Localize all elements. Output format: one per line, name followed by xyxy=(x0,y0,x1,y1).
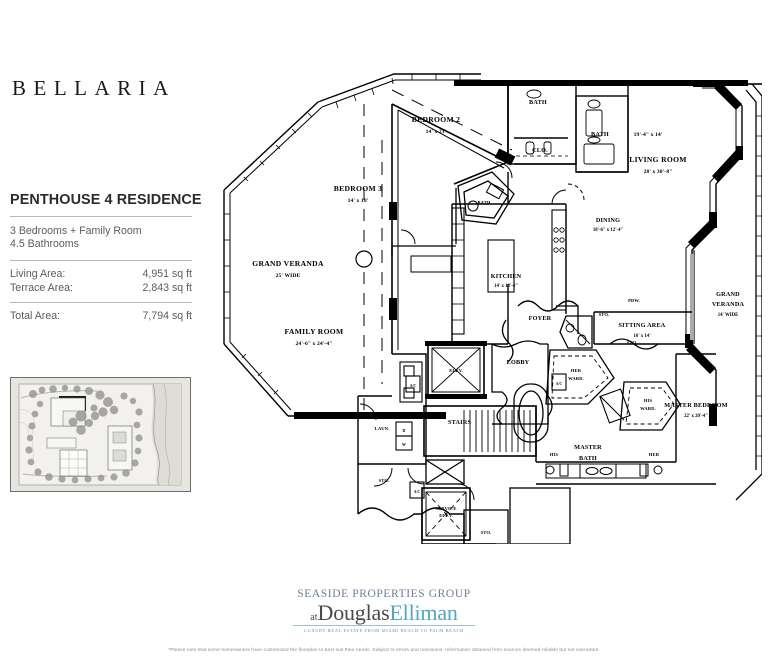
column-marker xyxy=(355,104,373,414)
room-label-living-room: LIVING ROOM xyxy=(629,155,687,164)
room-dim-kitchen: 14' x 18'-4" xyxy=(494,284,518,289)
logo-douglas: Douglas xyxy=(317,600,390,626)
room-label-grand-veranda-left: GRAND VERANDA xyxy=(252,259,324,268)
divider xyxy=(10,260,192,262)
terrace-area-value: 2,843 sq ft xyxy=(142,281,192,294)
brand-block: BELLARIA xyxy=(10,78,192,99)
label-ac-2: A/C xyxy=(556,382,563,386)
label-her-ward-2: WARD. xyxy=(568,376,584,381)
terrace-area-row: Terrace Area: 2,843 sq ft xyxy=(10,282,192,296)
page-title: PENTHOUSE 4 RESIDENCE xyxy=(10,192,202,208)
brand-name: BELLARIA xyxy=(12,76,176,100)
room-dim-dining: 18'-6" x 12'-4" xyxy=(593,228,624,233)
room-dim-master-bedroom: 22' x 20'-4" xyxy=(684,414,708,419)
room-dim-den: 19'-4" x 14' xyxy=(634,132,663,138)
bedrooms-line: 3 Bedrooms + Family Room xyxy=(10,224,142,237)
room-dim-grand-veranda-right: 14' WIDE xyxy=(718,313,739,318)
label-elevator: ELEV. xyxy=(449,368,463,373)
seaside-group-name: SEASIDE PROPERTIES GROUP xyxy=(297,588,471,600)
terrace-area-label: Terrace Area: xyxy=(10,281,74,294)
label-storage-2: STO. xyxy=(481,530,492,535)
room-label-grand-veranda-right: GRAND xyxy=(716,291,740,298)
room-dim-sitting-area: 16' x 14' xyxy=(633,334,650,339)
label-bath-top: BATH xyxy=(529,99,547,106)
veranda-left-railing xyxy=(223,73,481,417)
room-label-sitting-area: SITTING AREA xyxy=(619,322,666,329)
label-storage-3: STO. xyxy=(627,340,638,345)
label-service-elevator: SERVICE xyxy=(436,506,457,511)
residence-spec-block: PENTHOUSE 4 RESIDENCE 3 Bedrooms + Famil… xyxy=(10,192,202,324)
label-storage-4: STO. xyxy=(599,312,610,317)
room-label-grand-veranda-right-2: VERANDA xyxy=(712,301,745,308)
divider xyxy=(10,302,192,304)
living-area-row: Living Area: 4,951 sq ft xyxy=(10,268,192,282)
label-closet: CLO. xyxy=(532,147,548,154)
living-area-label: Living Area: xyxy=(10,268,66,281)
site-plan-thumbnail xyxy=(10,377,191,492)
label-bath-bed3: BATH xyxy=(477,200,490,205)
room-label-family-room: FAMILY ROOM xyxy=(285,327,344,336)
label-ac-3: A/C xyxy=(414,490,421,494)
room-dim-family-room: 24'-6" x 24'-4" xyxy=(296,341,333,347)
label-her-bath: HER xyxy=(649,452,660,457)
bathrooms-line: 4.5 Bathrooms xyxy=(10,238,79,251)
floorplan-svg: GRAND VERANDA 25' WIDE BEDROOM 2 14' x 2… xyxy=(223,73,762,544)
label-master-bath: MASTER xyxy=(574,444,602,451)
room-dim-grand-veranda-left: 25' WIDE xyxy=(276,273,301,279)
label-powder: PDW. xyxy=(628,298,640,303)
label-laundry: LAUN. xyxy=(375,426,390,431)
room-label-master-bedroom: MASTER BEDROOM xyxy=(664,402,727,409)
label-his-ward-2: WARD. xyxy=(640,406,656,411)
room-label-bedroom-2: BEDROOM 2 xyxy=(412,115,460,124)
room-dim-bedroom-2: 14' x 21' xyxy=(426,129,447,135)
living-area-value: 4,951 sq ft xyxy=(142,268,192,281)
floorplan-drawing: GRAND VERANDA 25' WIDE BEDROOM 2 14' x 2… xyxy=(196,44,762,544)
label-master-bath-2: BATH xyxy=(579,455,597,462)
label-service-elevator-2: ELEV. xyxy=(439,513,453,518)
logo-tagline: LUXURY REAL ESTATE FROM MIAMI BEACH TO P… xyxy=(304,627,464,633)
total-area-label: Total Area: xyxy=(10,310,61,323)
divider xyxy=(10,215,192,217)
logo-elliman: Elliman xyxy=(389,600,458,626)
disclaimer-text: *Please note that some homeowners have c… xyxy=(168,648,600,653)
label-foyer: FOYER xyxy=(529,315,552,322)
label-lobby: LOBBY xyxy=(507,359,530,366)
logo-underline xyxy=(293,625,475,627)
label-his-bath: HIS xyxy=(550,452,559,457)
room-label-kitchen: KITCHEN xyxy=(491,273,522,280)
room-dim-bedroom-3: 14' x 18' xyxy=(348,198,369,204)
footer-logo-block: SEASIDE PROPERTIES GROUP atDouglasEllima… xyxy=(0,588,768,633)
label-dryer: D xyxy=(403,428,406,433)
room-label-bedroom-3: BEDROOM 3 xyxy=(334,184,382,193)
logo-at-word: at xyxy=(310,612,318,624)
total-area-value: 7,794 sq ft xyxy=(142,310,192,323)
label-her-ward: HER xyxy=(571,368,582,373)
label-stairs: STAIRS xyxy=(448,419,471,426)
label-storage-1: STO. xyxy=(379,478,390,483)
label-his-ward: HIS xyxy=(644,398,653,403)
room-dim-living-room: 28' x 30'-8" xyxy=(644,169,673,175)
label-washer: W xyxy=(402,442,406,447)
douglas-elliman-logo: atDouglasElliman xyxy=(0,602,768,624)
total-area-row: Total Area: 7,794 sq ft xyxy=(10,310,192,324)
label-bath-right: BATH xyxy=(591,131,609,138)
room-label-dining: DINING xyxy=(596,217,620,224)
label-ac-1: A/C xyxy=(410,384,417,388)
